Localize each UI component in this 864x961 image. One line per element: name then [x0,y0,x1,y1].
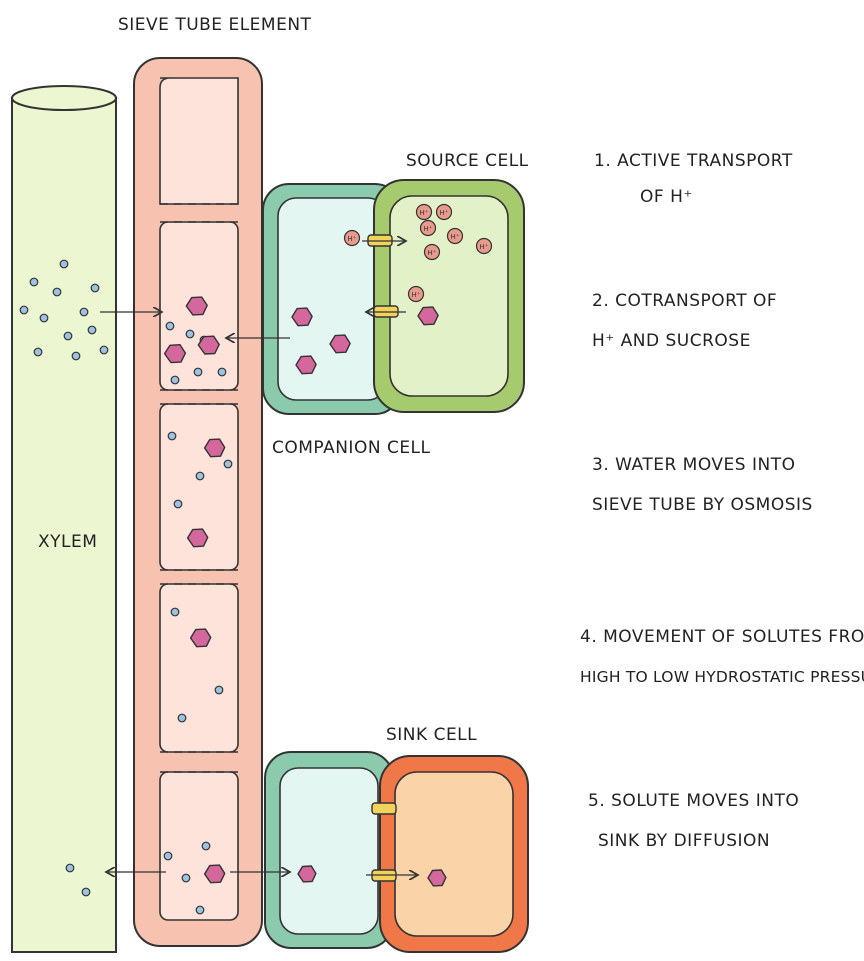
xylem-top-opening [12,86,116,110]
proton-label: H⁺ [428,249,437,257]
water-molecule [196,472,204,480]
sink-cell-label: SINK CELL [386,724,477,746]
step-1: 1. ACTIVE TRANSPORT OF H⁺ [594,150,793,208]
water-molecule [218,368,226,376]
water-molecule [80,308,88,316]
step-5-number: 5. [588,791,605,811]
water-molecule [215,686,223,694]
step-2-line-1: COTRANSPORT OF [615,291,777,311]
proton-label: H⁺ [451,233,460,241]
xylem-label: XYLEM [38,531,97,553]
step-5: 5. SOLUTE MOVES INTO SINK BY DIFFUSION [588,790,799,852]
water-molecule [91,284,99,292]
proton-label: H⁺ [420,209,429,217]
water-molecule [171,376,179,384]
step-4-number: 4. [580,627,597,647]
water-molecule [40,314,48,322]
proton-label: H⁺ [480,243,489,251]
water-molecule [72,352,80,360]
step-4-line-1: MOVEMENT OF SOLUTES FROM [603,627,864,647]
water-molecule [202,842,210,850]
sink-cell [380,756,528,952]
water-molecule [224,460,232,468]
step-4: 4. MOVEMENT OF SOLUTES FROM HIGH TO LOW … [580,626,864,688]
proton-label: H⁺ [424,225,433,233]
sink-cell-body [395,772,513,936]
water-molecule [82,888,90,896]
sieve-tube-element-label: SIEVE TUBE ELEMENT [118,14,311,36]
water-molecule [53,288,61,296]
step-2-number: 2. [592,291,609,311]
source-cell-body [390,196,508,396]
water-molecule [34,348,42,356]
step-3-number: 3. [592,455,609,475]
step-2-line-2: H⁺ AND SUCROSE [592,330,777,352]
water-molecule [30,278,38,286]
xylem-body [12,98,116,952]
water-molecule [168,432,176,440]
step-5-line-1: SOLUTE MOVES INTO [611,791,799,811]
xylem-tube [12,86,116,952]
water-molecule [164,852,172,860]
water-molecule [20,306,28,314]
step-3-line-1: WATER MOVES INTO [615,455,795,475]
step-3-line-2: SIEVE TUBE BY OSMOSIS [592,494,813,516]
water-molecule [186,330,194,338]
step-5-line-2: SINK BY DIFFUSION [598,830,799,852]
water-molecule [182,874,190,882]
step-3: 3. WATER MOVES INTO SIEVE TUBE BY OSMOSI… [592,454,813,516]
sieve-cell-5 [160,772,238,920]
water-molecule [166,322,174,330]
water-molecule [174,500,182,508]
water-molecule [194,368,202,376]
sieve-cell-1 [160,78,238,204]
proton-label: H⁺ [440,209,449,217]
source-cell-label: SOURCE CELL [406,150,529,172]
water-molecule [64,332,72,340]
water-molecule [66,864,74,872]
water-molecule [60,260,68,268]
step-2: 2. COTRANSPORT OF H⁺ AND SUCROSE [592,290,777,352]
step-1-line-2: OF H⁺ [640,186,793,208]
proton-label: H⁺ [348,235,357,243]
companion-cell-top-body [278,198,386,400]
water-molecule [196,906,204,914]
water-molecule [100,346,108,354]
sink-channel-top [372,803,396,814]
water-molecule [171,608,179,616]
water-molecule [178,714,186,722]
water-molecule [88,326,96,334]
sieve-tube-element [134,58,262,946]
proton-label: H⁺ [412,291,421,299]
step-1-number: 1. [594,151,611,171]
step-4-line-2: HIGH TO LOW HYDROSTATIC PRESSURE [580,666,864,688]
step-1-line-1: ACTIVE TRANSPORT [617,151,793,171]
companion-cell-label: COMPANION CELL [272,437,431,459]
companion-cell-bottom [265,752,393,948]
companion-cell-bottom-body [280,768,378,934]
